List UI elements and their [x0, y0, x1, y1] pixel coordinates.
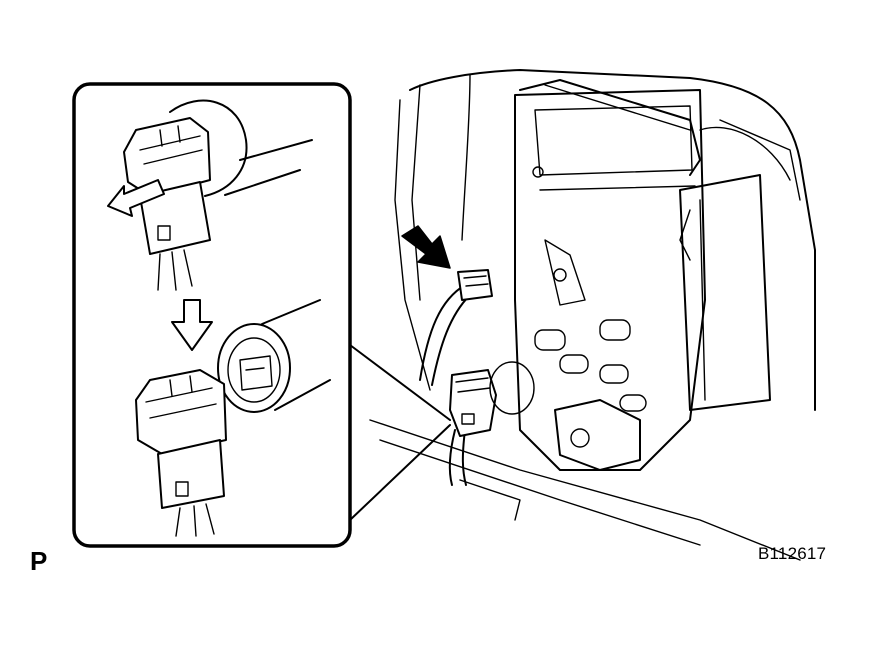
- outline-arrow-left-down-icon: [107, 179, 165, 217]
- inset-step-1: [123, 99, 313, 291]
- door-assembly-scene: [369, 69, 816, 561]
- outline-arrow-down-icon: [171, 299, 213, 351]
- callout-leader: [349, 344, 451, 521]
- inset-step-2: [135, 299, 331, 537]
- corner-letter-label: P: [30, 546, 48, 576]
- solid-arrow-down-right-icon: [401, 225, 451, 269]
- figure-code-label: B112617: [758, 544, 827, 563]
